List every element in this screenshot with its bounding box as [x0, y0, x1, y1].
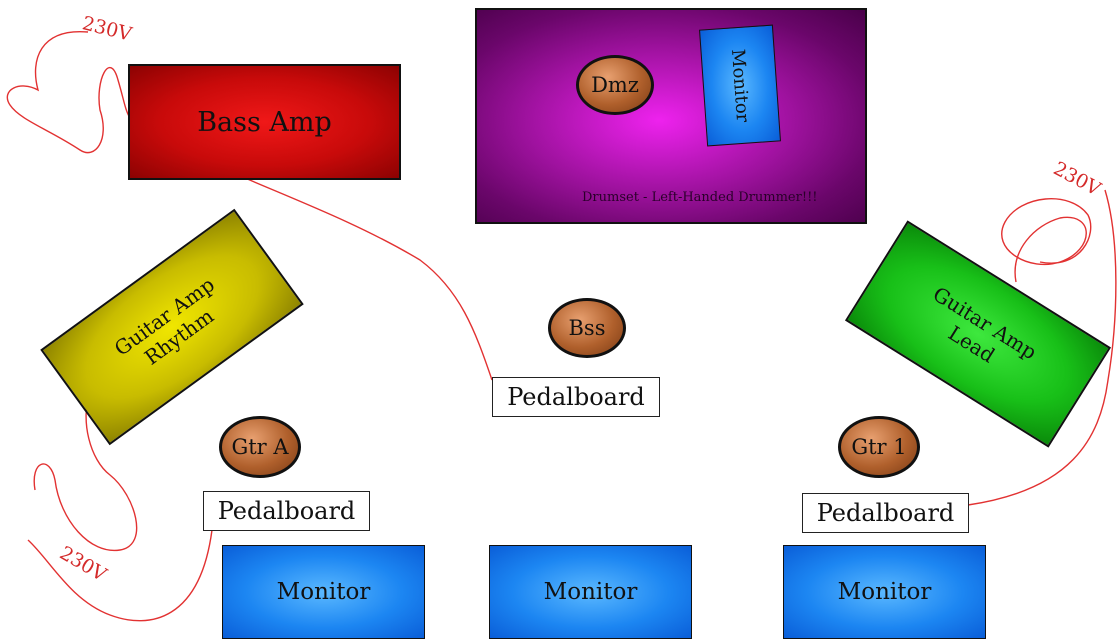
cable-bass	[6, 31, 493, 381]
pedalboard-center: Pedalboard	[492, 377, 660, 417]
floor-monitor-left: Monitor	[222, 545, 425, 639]
cable-lead	[967, 189, 1117, 506]
cable-rhythm-tail	[27, 529, 213, 622]
bass-amp-label: Bass Amp	[197, 106, 332, 138]
pedalboard-left: Pedalboard	[203, 491, 370, 531]
floor-monitor-right: Monitor	[783, 545, 986, 639]
bass-player-label: Bss	[568, 316, 606, 340]
drummer-label: Dmz	[591, 73, 639, 97]
drum-monitor-label: Monitor	[726, 48, 754, 123]
guitar-1-player-position: Gtr 1	[838, 416, 920, 478]
pedalboard-left-label: Pedalboard	[217, 497, 356, 525]
pedalboard-right-label: Pedalboard	[816, 499, 955, 527]
guitar-a-player-position: Gtr A	[219, 416, 301, 478]
bass-player-position: Bss	[548, 298, 626, 358]
bass-amp: Bass Amp	[128, 64, 401, 180]
pedalboard-right: Pedalboard	[802, 493, 969, 533]
guitar-a-player-label: Gtr A	[231, 435, 289, 459]
floor-monitor-center-label: Monitor	[543, 579, 638, 605]
guitar-1-player-label: Gtr 1	[851, 435, 907, 459]
cable-lead-loop	[1001, 198, 1092, 283]
cable-rhythm	[33, 391, 138, 552]
floor-monitor-center: Monitor	[489, 545, 692, 639]
floor-monitor-right-label: Monitor	[837, 579, 932, 605]
drum-monitor: Monitor	[699, 24, 781, 147]
drumset-riser	[475, 8, 867, 224]
floor-monitor-left-label: Monitor	[276, 579, 371, 605]
drummer-position: Dmz	[576, 55, 654, 115]
drumset-caption: Drumset - Left-Handed Drummer!!!	[582, 190, 818, 205]
pedalboard-center-label: Pedalboard	[507, 383, 645, 411]
